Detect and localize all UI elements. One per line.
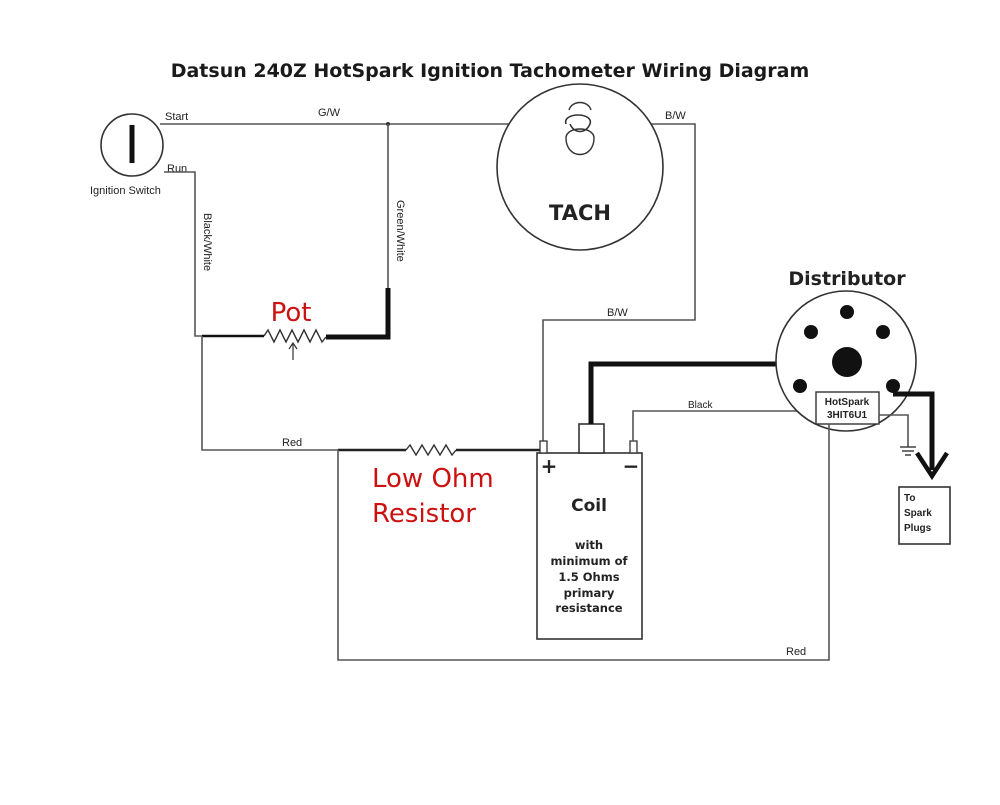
coil-note-line: minimum of: [550, 554, 628, 568]
hotspark-module-line2: 3HIT6U1: [827, 410, 867, 421]
distributor-post: [804, 325, 818, 339]
potentiometer: Pot: [202, 298, 327, 360]
coil-plus-terminal: [539, 440, 548, 454]
spark-plugs-label-line: Plugs: [904, 523, 932, 534]
wire-label-gw: G/W: [318, 107, 341, 119]
hotspark-module: [815, 391, 880, 425]
wire-red-left: Red: [201, 336, 338, 451]
wire-label-green-white: Green/White: [394, 200, 406, 262]
ignition-switch: Ignition Switch Start Run: [90, 111, 188, 197]
wire-label-black: Black: [688, 400, 713, 411]
tachometer: TACH: [496, 83, 664, 251]
ignition-switch-label: Ignition Switch: [90, 185, 161, 197]
coil-label: Coil: [571, 496, 607, 516]
coil-note-line: resistance: [555, 601, 622, 615]
wire-green-white: Green/White: [326, 124, 406, 340]
distributor-post: [840, 305, 854, 319]
low-ohm-resistor: Low Ohm Resistor: [338, 443, 540, 529]
distributor-post: [876, 325, 890, 339]
resistor-label-line1: Low Ohm: [372, 464, 494, 494]
spark-plug-lead: [893, 391, 949, 481]
wire-label-bw-mid: B/W: [607, 307, 628, 319]
wire-red-bottom: Red: [337, 424, 830, 661]
coil-minus-terminal: [629, 440, 638, 454]
coil-minus-sign: −: [623, 454, 640, 478]
wire-black: Black: [632, 400, 815, 441]
coil-high-tension-lead: [588, 361, 848, 424]
coil-body: [536, 452, 643, 640]
wire-black-white: Black/White: [164, 171, 213, 337]
coil-tower: [578, 423, 605, 454]
wire-label-red-left: Red: [282, 437, 302, 449]
distributor-center-terminal: [832, 347, 862, 377]
wire-label-black-white: Black/White: [201, 213, 213, 271]
diagram-title: Datsun 240Z HotSpark Ignition Tachometer…: [171, 60, 810, 82]
ignition-switch-body: [100, 113, 164, 177]
run-terminal-label: Run: [167, 163, 187, 175]
coil-note-line: with: [575, 538, 603, 552]
distributor-post: [886, 379, 900, 393]
resistor-label-line2: Resistor: [372, 499, 476, 529]
wire-label-red-bottom: Red: [786, 646, 806, 658]
hotspark-module-line1: HotSpark: [825, 397, 870, 408]
wire-label-bw-top: B/W: [665, 110, 686, 122]
tach-label: TACH: [549, 201, 611, 225]
distributor-post: [793, 379, 807, 393]
ground-symbol: [879, 414, 916, 456]
spark-plugs-label-line: Spark: [904, 508, 932, 519]
coil-note-line: 1.5 Ohms: [558, 570, 619, 584]
spark-plugs-label-line: To: [904, 493, 915, 504]
start-terminal-label: Start: [165, 111, 188, 123]
distributor: Distributor HotSpark 3HIT6U1: [775, 268, 917, 432]
tach-body: [496, 83, 664, 251]
ignition-coil: + − Coil with minimum of 1.5 Ohms primar…: [536, 423, 643, 640]
spark-plugs-box: To Spark Plugs: [898, 486, 951, 545]
distributor-label: Distributor: [788, 268, 906, 290]
pot-label: Pot: [271, 298, 312, 328]
coil-plus-sign: +: [541, 454, 558, 478]
coil-note-line: primary: [564, 586, 615, 600]
